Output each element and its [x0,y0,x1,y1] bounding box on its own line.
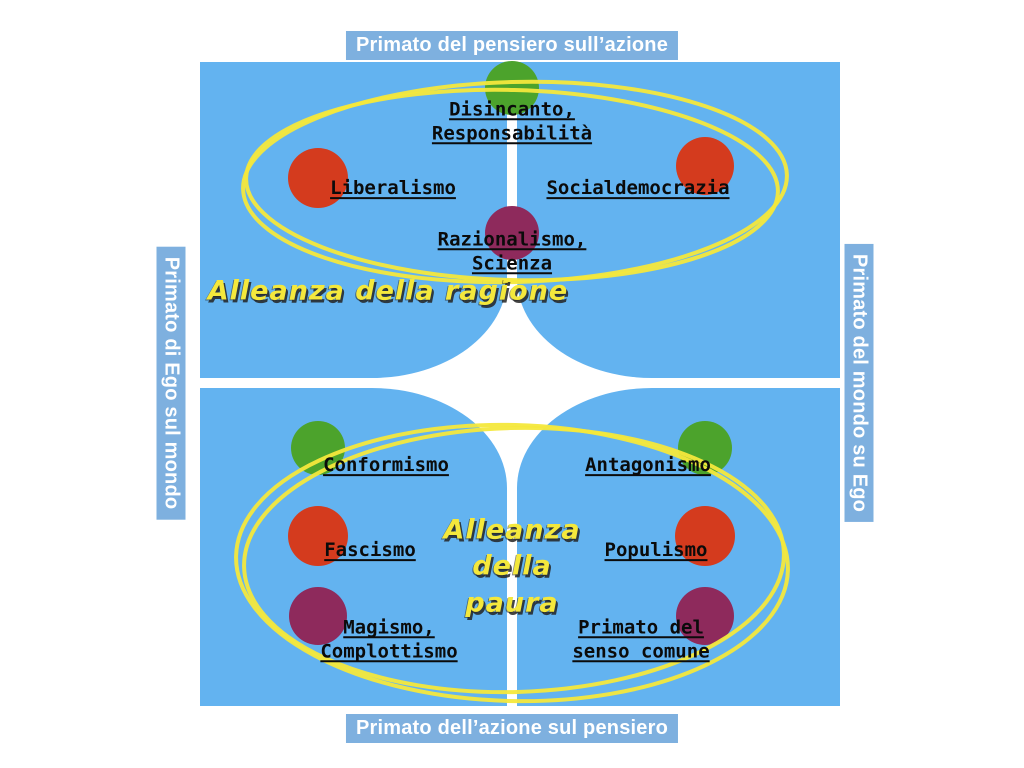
node-label-populismo: Populismo [604,539,708,562]
axis-label-right: Primato del mondo su Ego [844,243,874,523]
node-label-conformismo: Conformismo [323,454,449,477]
axis-label-bottom: Primato dell’azione sul pensiero [345,714,679,743]
node-label-primato-senso: Primato del senso comune [572,616,710,662]
node-label-magismo: Magismo, Complottismo [320,616,458,662]
axis-label-left: Primato di Ego sul mondo [156,246,186,520]
node-label-antagonismo: Antagonismo [585,454,711,477]
node-label-socialdemocrazia: Socialdemocrazia [546,177,730,200]
node-label-fascismo: Fascismo [324,539,416,562]
node-label-disincanto: Disincanto, Responsabilità [431,98,593,144]
node-label-razionalismo: Razionalismo, Scienza [437,228,587,274]
node-label-liberalismo: Liberalismo [330,177,456,200]
alliance-fear-title: Alleanza della paura [443,514,581,619]
alliance-reason-title: Alleanza della ragione [207,275,569,307]
quadrant-board: Disincanto, Responsabilità Liberalismo S… [200,61,840,706]
axis-label-top: Primato del pensiero sull’azione [345,31,679,60]
